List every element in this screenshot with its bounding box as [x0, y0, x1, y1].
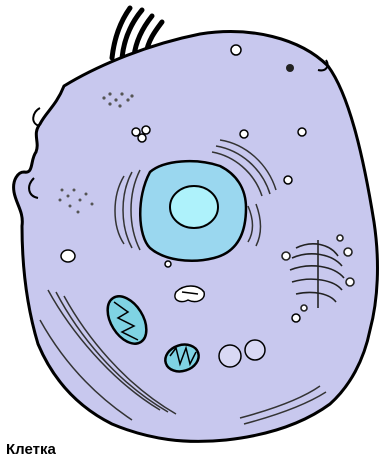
nucleolus: [170, 186, 218, 228]
cell-caption: Клетка: [6, 441, 56, 459]
centriole: [286, 64, 294, 72]
